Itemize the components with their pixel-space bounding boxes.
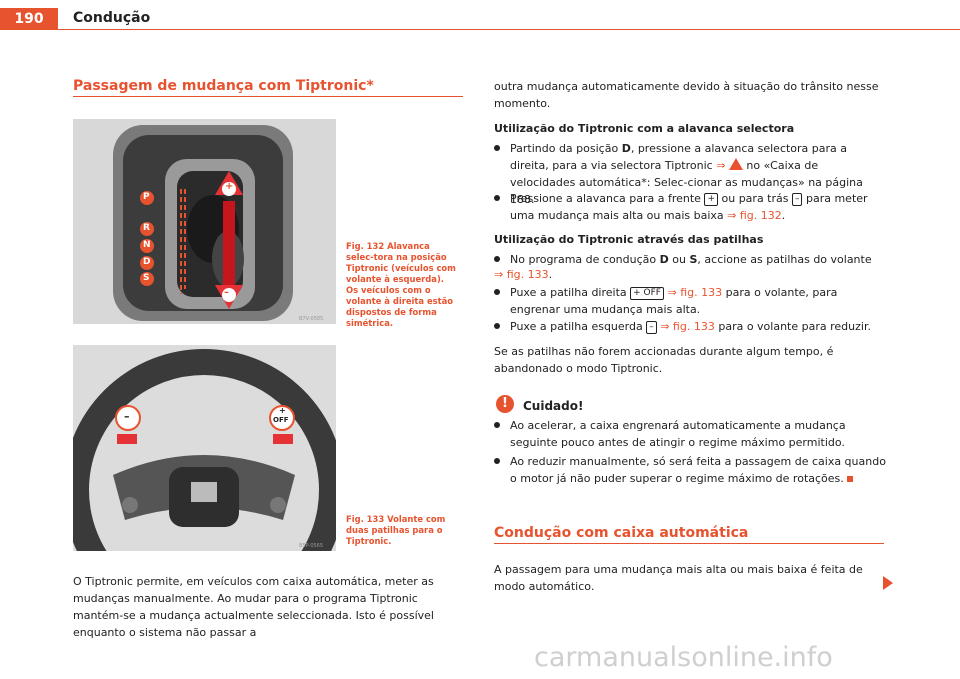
figure-code: B7V-0585 [299,316,324,322]
page-number: 190 [0,8,58,30]
list-item: Ao acelerar, a caixa engrenará automatic… [494,417,886,451]
next-page-arrow-icon[interactable] [883,576,893,590]
bullet-icon [494,195,500,201]
caution-icon: ! [496,395,514,413]
bullet-icon [494,256,500,262]
gear-letter-r: R [143,223,150,233]
list-item: No programa de condução D ou S, accione … [494,251,886,268]
minus-key: – [791,193,803,206]
steering-wheel-illustration [73,345,336,551]
minus-symbol: – [224,287,229,298]
subheading-selector-lever: Utilização do Tiptronic com a alavanca s… [494,122,795,135]
list-item: Pressione a alavanca para a frente + ou … [494,190,886,224]
warning-icon [728,158,743,170]
gear-letter-d: D [143,257,151,267]
right-paddle-off: OFF [273,416,289,424]
bullet-icon [494,323,500,329]
list-item: Ao reduzir manualmente, só será feita a … [494,453,886,487]
plus-off-key: + OFF [630,287,664,300]
watermark: carmanualsonline.info [534,642,833,673]
section-rule [73,96,463,97]
fig-133-link[interactable]: ⇒ fig. 133 [660,320,715,333]
bullet-icon [494,422,500,428]
fig-133-link[interactable]: ⇒ fig. 133 [667,286,723,299]
end-marker-icon [846,476,853,482]
section-title-tiptronic: Passagem de mudança com Tiptronic* [73,78,374,94]
fig-132-link[interactable]: ⇒ fig. 132 [727,209,782,222]
running-title: Condução [73,10,151,26]
figure-132-caption: Fig. 132 Alavanca selec-tora na posição … [346,241,456,328]
list-item: Partindo da posição D, pressione a alava… [494,140,886,208]
tiptronic-intro-paragraph: O Tiptronic permite, em veículos com cai… [73,575,434,639]
figure-133-caption: Fig. 133 Volante com duas patilhas para … [346,514,446,546]
bullet-icon [494,289,500,295]
bullet-icon [494,458,500,464]
minus-key: – [646,321,657,334]
gear-letter-p: P [143,192,150,202]
header-rule [58,29,960,30]
paddles-timeout-paragraph: Se as patilhas não forem accionadas dura… [494,345,834,375]
figure-code: B5P-0565 [299,543,324,549]
left-paddle-label: – [124,410,130,423]
caution-title: Cuidado! [523,399,584,413]
list-item: Puxe a patilha direita + OFF ⇒ fig. 133 … [494,284,886,318]
figure-132-gear-selector: P R N D S + – B7V-0585 [73,119,336,324]
right-paddle-plus: + [279,406,286,415]
plus-key: + [704,193,718,206]
fig-133-link[interactable]: ⇒ fig. 133 [494,268,549,281]
bullet-icon [494,145,500,151]
figure-133-steering-wheel: – + OFF B5P-0565 [73,345,336,551]
gear-letter-s: S [143,273,150,283]
gear-selector-illustration [73,119,336,324]
continuation-paragraph: outra mudança automaticamente devido à s… [494,80,879,110]
section-title-automatic: Condução com caixa automática [494,525,749,541]
gear-letter-n: N [143,240,151,250]
section-rule [494,543,884,544]
page-header: 190 Condução [0,8,960,30]
list-item: Puxe a patilha esquerda – ⇒ fig. 133 par… [494,318,886,335]
subheading-paddles: Utilização do Tiptronic através das pati… [494,233,764,246]
automatic-intro-paragraph: A passagem para uma mudança mais alta ou… [494,563,863,593]
plus-symbol: + [225,181,234,192]
